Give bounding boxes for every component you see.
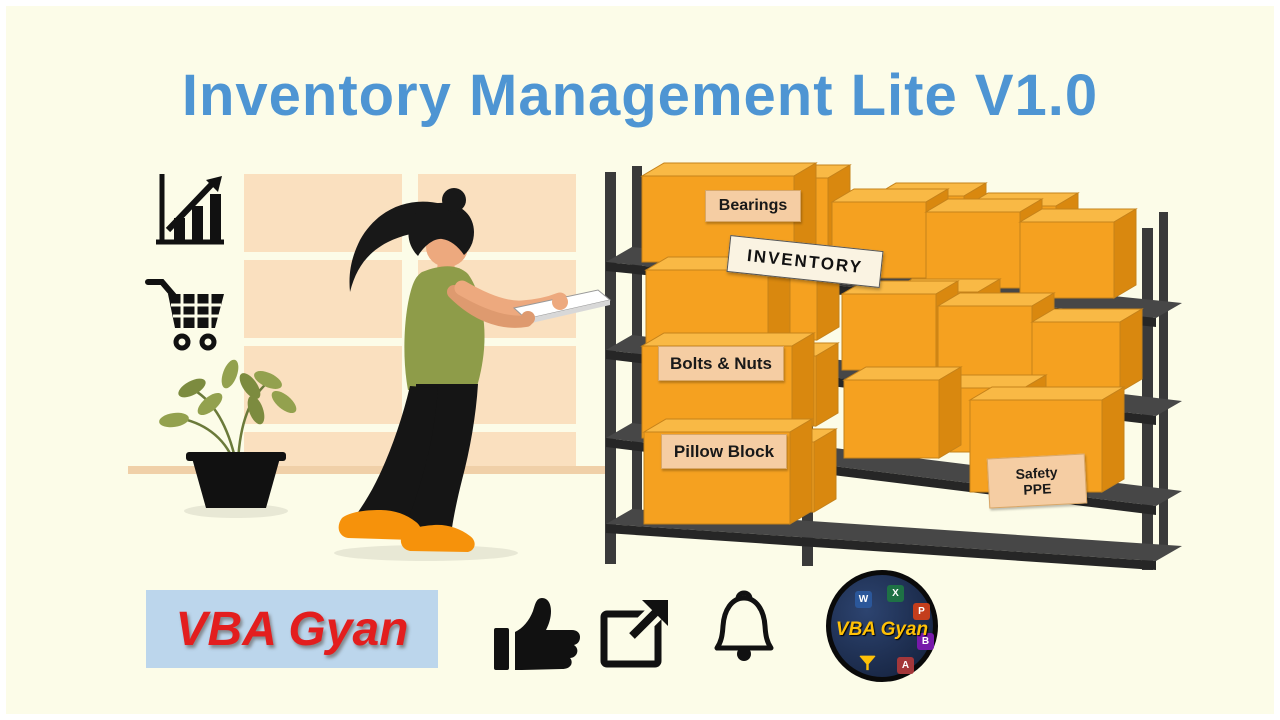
- share-icon[interactable]: [598, 592, 678, 670]
- worker-illustration: [338, 188, 612, 552]
- label-bolts-nuts: Bolts & Nuts: [658, 346, 784, 381]
- brand-logo-text: VBA Gyan: [835, 619, 929, 640]
- brand-logo: W X P B A VBA Gyan: [826, 570, 938, 682]
- brand-banner: VBA Gyan: [146, 590, 438, 668]
- powerpoint-tile-icon: P: [913, 603, 930, 620]
- bell-icon[interactable]: [710, 584, 778, 672]
- onenote-tile-icon: B: [917, 633, 934, 650]
- brand-banner-text: VBA Gyan: [175, 602, 409, 656]
- thumbs-up-icon[interactable]: [492, 596, 582, 672]
- funnel-icon: [859, 655, 876, 671]
- word-tile-icon: W: [855, 591, 872, 608]
- label-pillow-block: Pillow Block: [661, 434, 787, 469]
- access-tile-icon: A: [897, 657, 914, 674]
- bar-chart-icon: [156, 174, 224, 245]
- excel-tile-icon: X: [887, 585, 904, 602]
- shopping-cart-icon: [145, 279, 224, 351]
- page-title: Inventory Management Lite V1.0: [181, 63, 1099, 128]
- potted-plant: [159, 359, 297, 508]
- label-bearings: Bearings: [705, 190, 801, 222]
- label-safety-ppe: Safety PPE: [986, 453, 1088, 509]
